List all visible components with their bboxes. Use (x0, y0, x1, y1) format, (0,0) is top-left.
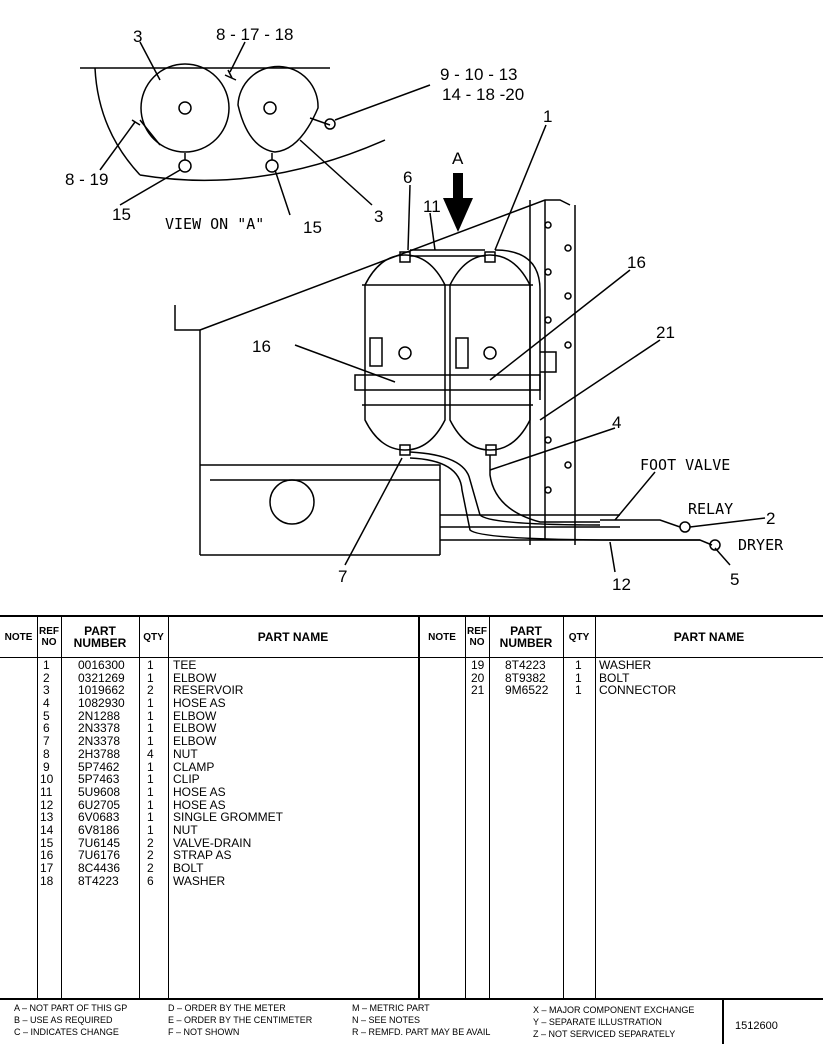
relay-label: RELAY (688, 500, 733, 518)
callout-labels: 3 8 - 17 - 18 9 - 10 - 13 14 - 18 -20 1 … (65, 25, 784, 594)
callout-4: 4 (612, 413, 621, 432)
header-note-right: NOTE (428, 631, 456, 643)
header-qty-right: QTY (568, 631, 590, 643)
callout-5: 5 (730, 570, 739, 589)
note-d: D – ORDER BY THE METER (168, 1003, 286, 1013)
callout-16-left: 16 (252, 337, 271, 356)
foot-valve-label: FOOT VALVE (640, 456, 730, 474)
callout-6: 6 (403, 168, 412, 187)
note-n: N – SEE NOTES (352, 1015, 421, 1025)
note-f: F – NOT SHOWN (168, 1027, 240, 1037)
callout-15-left: 15 (112, 205, 131, 224)
callout-16-right: 16 (627, 253, 646, 272)
callout-15-right: 15 (303, 218, 322, 237)
callout-14-18-20: 14 - 18 -20 (442, 85, 524, 104)
note-e: E – ORDER BY THE CENTIMETER (168, 1015, 313, 1025)
callout-3-right: 3 (374, 207, 383, 226)
header-qty-left: QTY (143, 631, 164, 643)
drawing-number: 1512600 (735, 1020, 778, 1032)
view-arrow-a (443, 173, 473, 232)
callout-7: 7 (338, 567, 347, 586)
callout-1: 1 (543, 107, 552, 126)
header-part-name-left: PART NAME (257, 630, 329, 644)
callout-3-top: 3 (133, 27, 142, 46)
callout-11: 11 (423, 197, 441, 216)
note-a: A – NOT PART OF THIS GP (14, 1003, 128, 1013)
callout-2: 2 (766, 509, 775, 528)
legend-footer: A – NOT PART OF THIS GP B – USE AS REQUI… (0, 1000, 823, 1044)
machine-frame (174, 199, 700, 556)
callout-8-19: 8 - 19 (65, 170, 108, 189)
note-b: B – USE AS REQUIRED (14, 1015, 113, 1025)
note-m: M – METRIC PART (352, 1003, 430, 1013)
callout-9-10-13: 9 - 10 - 13 (440, 65, 518, 84)
callout-8-17-18: 8 - 17 - 18 (216, 25, 294, 44)
note-z: Z – NOT SERVICED SEPARATELY (533, 1029, 676, 1039)
leader-lines (294, 124, 766, 573)
header-note-left: NOTE (4, 631, 33, 643)
callout-21: 21 (656, 323, 675, 342)
note-c: C – INDICATES CHANGE (14, 1027, 119, 1037)
callout-12: 12 (612, 575, 631, 594)
dryer-label: DRYER (738, 536, 784, 554)
exploded-parts-illustration: 3 8 - 17 - 18 9 - 10 - 13 14 - 18 -20 1 … (65, 25, 784, 594)
view-label: VIEW ON "A" (165, 215, 264, 233)
arrow-label-a: A (452, 149, 464, 168)
header-part-name-right: PART NAME (673, 630, 745, 644)
air-reservoirs (354, 249, 721, 551)
note-x: X – MAJOR COMPONENT EXCHANGE (533, 1005, 695, 1015)
inset-view-on-a (80, 41, 431, 216)
note-r: R – REMFD. PART MAY BE AVAIL (352, 1027, 491, 1037)
note-y: Y – SEPARATE ILLUSTRATION (533, 1017, 662, 1027)
